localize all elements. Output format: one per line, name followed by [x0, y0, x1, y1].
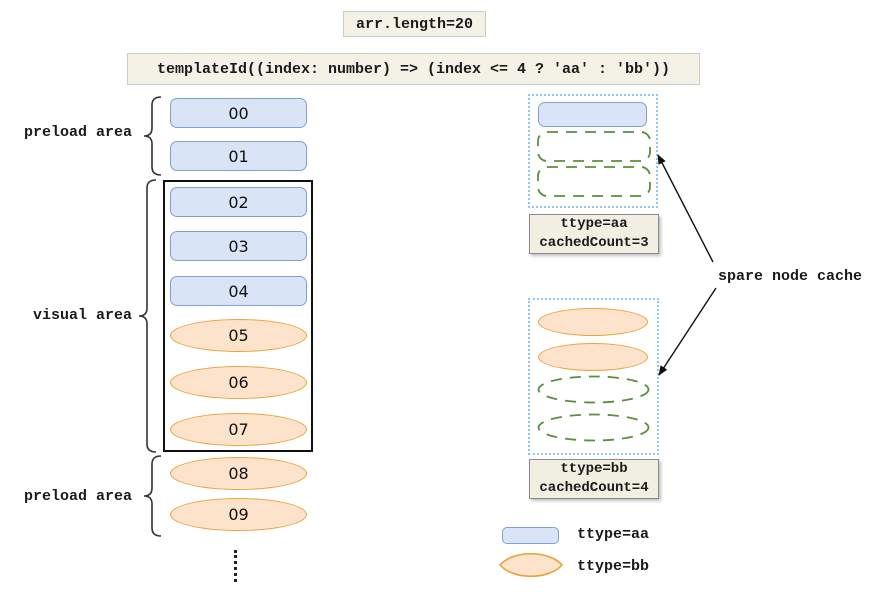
cached-node-dashed-ellipse [537, 413, 650, 442]
legend-swatch-bb-ellipse [498, 553, 564, 577]
list-item: 01 [170, 141, 307, 171]
list-item: 09 [170, 498, 307, 531]
cache-box-bb [528, 298, 659, 455]
cached-node-dashed-ellipse [537, 375, 650, 404]
legend-label-aa: ttype=aa [577, 526, 650, 543]
cached-node-dashed-rect [537, 166, 651, 197]
cached-node-dashed-rect [537, 131, 651, 162]
list-item: 07 [170, 413, 307, 446]
list-item: 02 [170, 187, 307, 217]
visual-area-label: visual area [32, 307, 132, 324]
cache-label-aa: ttype=aa cachedCount=3 [529, 214, 659, 254]
array-length-box: arr.length=20 [343, 11, 486, 37]
cache-box-aa [528, 94, 658, 208]
cached-node-solid-ellipse [538, 308, 648, 336]
list-item: 05 [170, 319, 307, 352]
preload-area-label-bottom: preload area [23, 488, 132, 505]
cache-ttype-text: ttype=aa [560, 216, 628, 232]
visual-area-outline [163, 180, 313, 452]
brace-visual-area [138, 179, 157, 453]
brace-bottom-preload [143, 455, 162, 537]
list-item: 04 [170, 276, 307, 306]
preload-area-label-top: preload area [23, 124, 132, 141]
legend-label-bb: ttype=bb [577, 558, 650, 575]
spare-node-cache-label: spare node cache [718, 268, 863, 285]
array-length-text: arr.length=20 [355, 15, 474, 33]
cache-count-text: cachedCount=3 [539, 235, 649, 251]
list-item: 06 [170, 366, 307, 399]
more-items-ellipsis [234, 550, 237, 582]
list-item: 08 [170, 457, 307, 490]
cache-pointer-arrows [657, 154, 717, 376]
template-id-code-text: templateId((index: number) => (index <= … [156, 60, 671, 78]
cache-ttype-text: ttype=bb [560, 461, 628, 477]
legend-swatch-aa-rect [502, 527, 559, 544]
list-item: 00 [170, 98, 307, 128]
cached-node-solid-rect [538, 102, 647, 127]
cached-node-solid-ellipse [538, 343, 648, 371]
list-item: 03 [170, 231, 307, 261]
brace-top-preload [143, 96, 162, 176]
template-id-code-box: templateId((index: number) => (index <= … [127, 53, 700, 85]
cache-count-text: cachedCount=4 [539, 480, 649, 496]
cache-label-bb: ttype=bb cachedCount=4 [529, 459, 659, 499]
